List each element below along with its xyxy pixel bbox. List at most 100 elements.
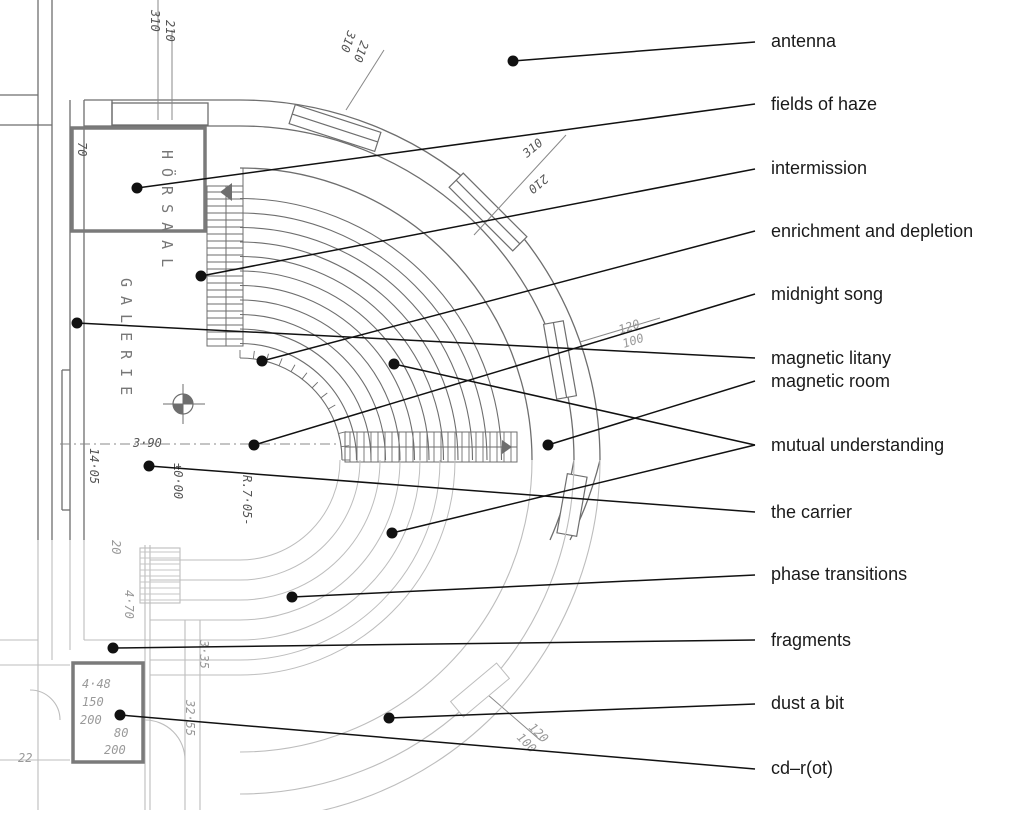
stair-arrow-icon [220,183,232,201]
seat-row-arc [239,226,474,461]
left-wall-lines [0,0,240,540]
seat-row-arc [239,313,387,461]
faint-window-block [449,662,511,718]
dim-210-a: 210 [163,20,177,42]
leader-dust-a-bit [388,703,756,719]
leader-cd-rot [119,714,756,770]
faint-seating-rows [150,459,456,676]
label-midnight-song: midnight song [771,284,883,304]
label-antenna: antenna [771,31,837,51]
top-wall-lines [84,100,240,127]
label-fragments: fragments [771,630,851,650]
dim-4-70: 4·70 [122,590,136,619]
dim-100-a: 100 [621,331,646,351]
dim-4-48: 4·48 [82,677,111,691]
seat-row-arc [239,197,503,461]
seat-row-arc [239,284,416,461]
dim-r-7-05: R.7·05- [240,475,254,526]
floor-plan-drawing: HÖRSAAL GALERIE 70 210 310 210 310 310 2… [0,0,661,815]
hoersaal-text: HÖRSAAL [158,150,177,276]
dot-dust-a-bit [383,712,395,724]
label-magnetic-litany: magnetic litany [771,348,891,368]
leader-midnight-song [253,293,756,446]
label-cd-rot: cd–r(ot) [771,758,833,778]
leader-fields-of-haze [136,103,756,189]
dim-210-b: 210 [351,39,372,64]
dim-22: 22 [18,751,32,765]
leader-magnetic-litany [76,322,756,359]
dim-200-a: 200 [80,713,102,727]
dim-20: 20 [109,540,123,554]
label-the-carrier: the carrier [771,502,852,522]
dim-200-b: 200 [104,743,126,757]
dim-32-55: 32·55 [183,699,197,736]
dot-cd-rot [114,709,126,721]
leader-antenna [512,41,756,62]
dot-antenna [507,55,519,67]
dim-0-00: ±0·00 [171,463,185,499]
dim-310-a: 310 [148,9,162,32]
label-enrichment-and-depletion: enrichment and depletion [771,221,973,241]
label-mutual-understanding: mutual understanding [771,435,944,455]
leader-mutual-understanding-a [393,363,756,446]
highlight-box-lower [71,661,145,764]
stair-arrow-right-icon [502,440,512,454]
faint-stair-treads [140,551,180,601]
faint-seat-row-arc [239,459,401,621]
seat-row-arc [239,212,488,461]
marker-dots [71,55,554,724]
dim-80: 80 [114,726,128,740]
label-intermission: intermission [771,158,867,178]
center-stairs [344,431,518,463]
galerie-text: GALERIE [117,278,135,404]
dim-70: 70 [75,142,89,156]
dim-14-05: 14·05 [87,448,101,484]
dot-mutual-understanding-a [388,358,400,370]
dot-fragments [107,642,119,654]
label-magnetic-room: magnetic room [771,371,890,391]
seat-row-arc [239,328,372,461]
seating-rows [239,197,503,461]
seat-tick [252,350,255,359]
dim-150: 150 [82,695,104,709]
faint-seat-row-arc [239,459,456,676]
seat-row-arc [239,342,358,461]
highlight-box-upper [70,126,207,233]
upper-stair-treads [207,191,243,340]
faint-seat-row-arc [239,459,381,601]
label-phase-transitions: phase transitions [771,564,907,584]
leader-intermission [200,168,756,277]
dot-intermission [195,270,207,282]
leader-lines [76,41,756,770]
center-stair-treads [349,432,512,462]
faint-lower-plan [0,459,601,815]
seat-row-arc [239,241,459,461]
window-blocks [288,103,588,537]
dot-midnight-song [248,439,260,451]
dot-the-carrier [143,460,155,472]
seat-row-arc [239,255,445,461]
label-dust-a-bit: dust a bit [771,693,844,713]
dimension-lines [157,0,661,741]
leader-magnetic-room [547,380,756,446]
dim-3-90: 3·90 [132,436,162,450]
dot-magnetic-litany [71,317,83,329]
leader-phase-transitions [291,574,756,598]
dot-magnetic-room [542,439,554,451]
datum-marker-icon [163,384,205,424]
dot-fields-of-haze [131,182,143,194]
dot-mutual-understanding-b [386,527,398,539]
seat-tick [320,392,328,399]
seat-tick [290,364,296,372]
seat-tick [311,381,319,389]
dim-120-a: 120 [617,317,642,337]
seat-tick [301,372,308,380]
faint-seat-row-arc [239,459,441,661]
leader-mutual-understanding-b [391,444,756,534]
seat-tick [328,404,336,410]
faint-seat-row-arc [239,459,361,581]
dot-enrichment-and-depletion [256,355,268,367]
dot-phase-transitions [286,591,298,603]
